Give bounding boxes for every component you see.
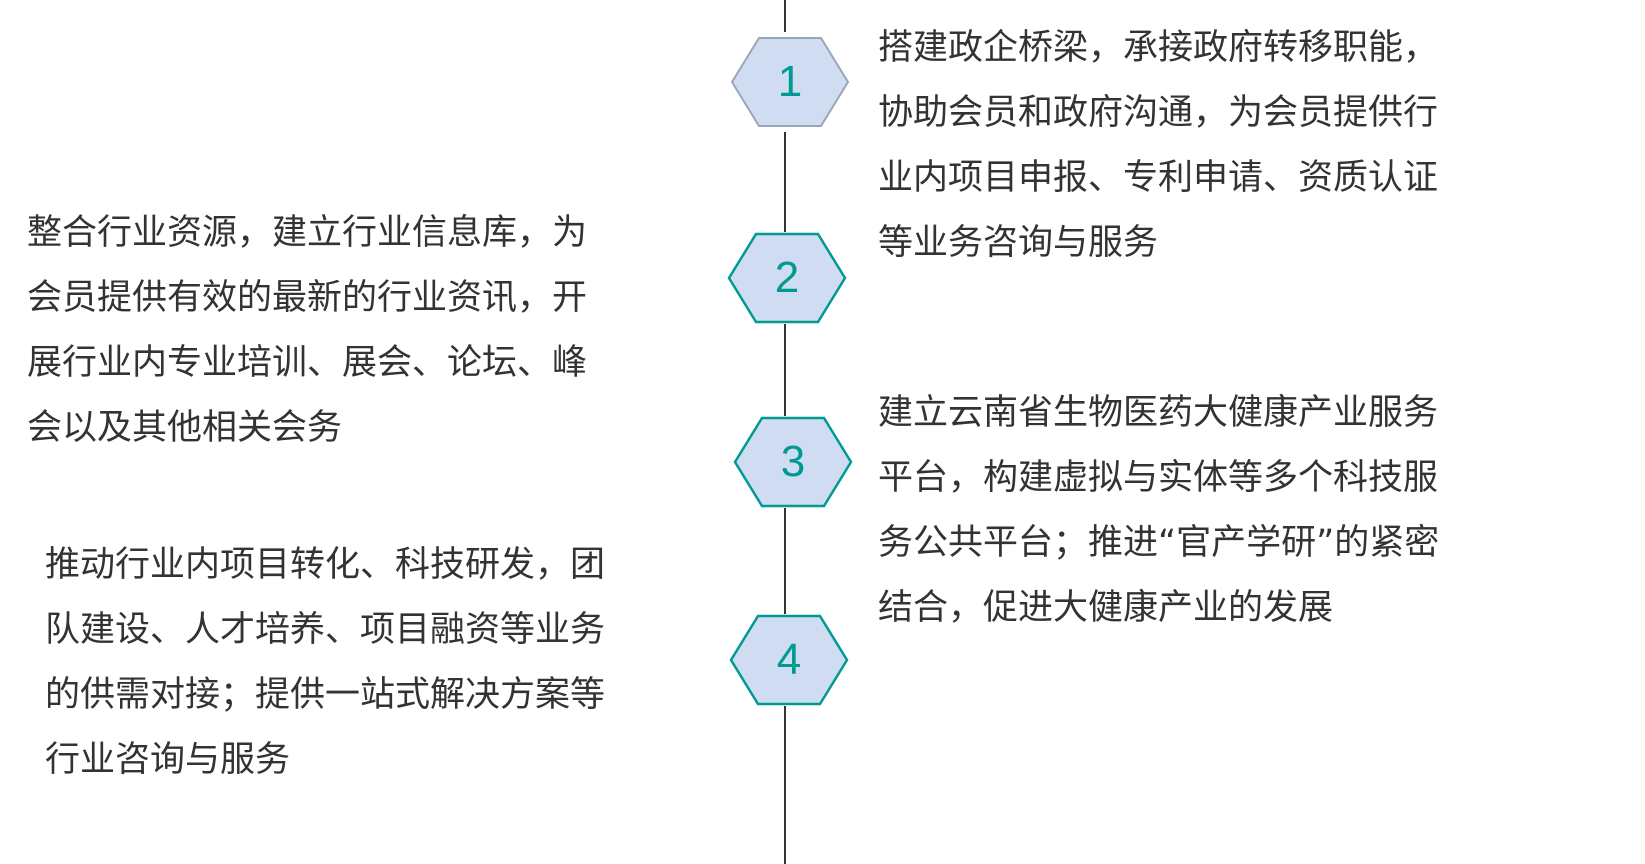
- text-line: 推动行业内项目转化、科技研发，团: [45, 545, 606, 585]
- step-1-description: 搭建政企桥梁，承接政府转移职能， 协助会员和政府沟通，为会员提供行 业内项目申报…: [878, 16, 1438, 276]
- text-line: 展行业内专业培训、展会、论坛、峰: [27, 343, 588, 383]
- timeline-line: [784, 132, 786, 232]
- text-line: 结合，促进大健康产业的发展: [878, 588, 1334, 628]
- step-2-hexagon: 2: [727, 232, 847, 324]
- text-line: 业内项目申报、专利申请、资质认证: [878, 158, 1439, 198]
- step-number: 4: [776, 635, 802, 684]
- text-line: 的供需对接；提供一站式解决方案等: [45, 675, 606, 715]
- timeline-line: [784, 706, 786, 864]
- step-4-hexagon: 4: [729, 614, 849, 706]
- step-3-description: 建立云南省生物医药大健康产业服务 平台，构建虚拟与实体等多个科技服 务公共平台；…: [878, 381, 1439, 641]
- text-line: 建立云南省生物医药大健康产业服务: [878, 393, 1439, 433]
- timeline-line: [784, 324, 786, 416]
- timeline-line: [784, 508, 786, 614]
- step-3-hexagon: 3: [733, 416, 853, 508]
- timeline-line: [784, 0, 786, 32]
- text-line: 队建设、人才培养、项目融资等业务: [45, 610, 606, 650]
- text-line: 平台，构建虚拟与实体等多个科技服: [878, 458, 1439, 498]
- step-number: 3: [780, 437, 806, 486]
- text-line: 行业咨询与服务: [45, 740, 291, 780]
- step-1-hexagon: 1: [730, 36, 850, 128]
- step-number: 2: [774, 253, 800, 302]
- text-line: 整合行业资源，建立行业信息库，为: [27, 213, 588, 253]
- step-2-description: 整合行业资源，建立行业信息库，为 会员提供有效的最新的行业资讯，开 展行业内专业…: [27, 201, 587, 461]
- step-number: 1: [777, 57, 803, 106]
- text-line: 等业务咨询与服务: [878, 223, 1159, 263]
- text-line: 搭建政企桥梁，承接政府转移职能，: [878, 28, 1439, 68]
- step-4-description: 推动行业内项目转化、科技研发，团 队建设、人才培养、项目融资等业务 的供需对接；…: [45, 533, 605, 793]
- text-line: 会以及其他相关会务: [27, 408, 343, 448]
- text-line: 协助会员和政府沟通，为会员提供行: [878, 93, 1439, 133]
- text-line: 会员提供有效的最新的行业资讯，开: [27, 278, 588, 318]
- text-line: 务公共平台；推进“官产学研”的紧密: [878, 523, 1440, 563]
